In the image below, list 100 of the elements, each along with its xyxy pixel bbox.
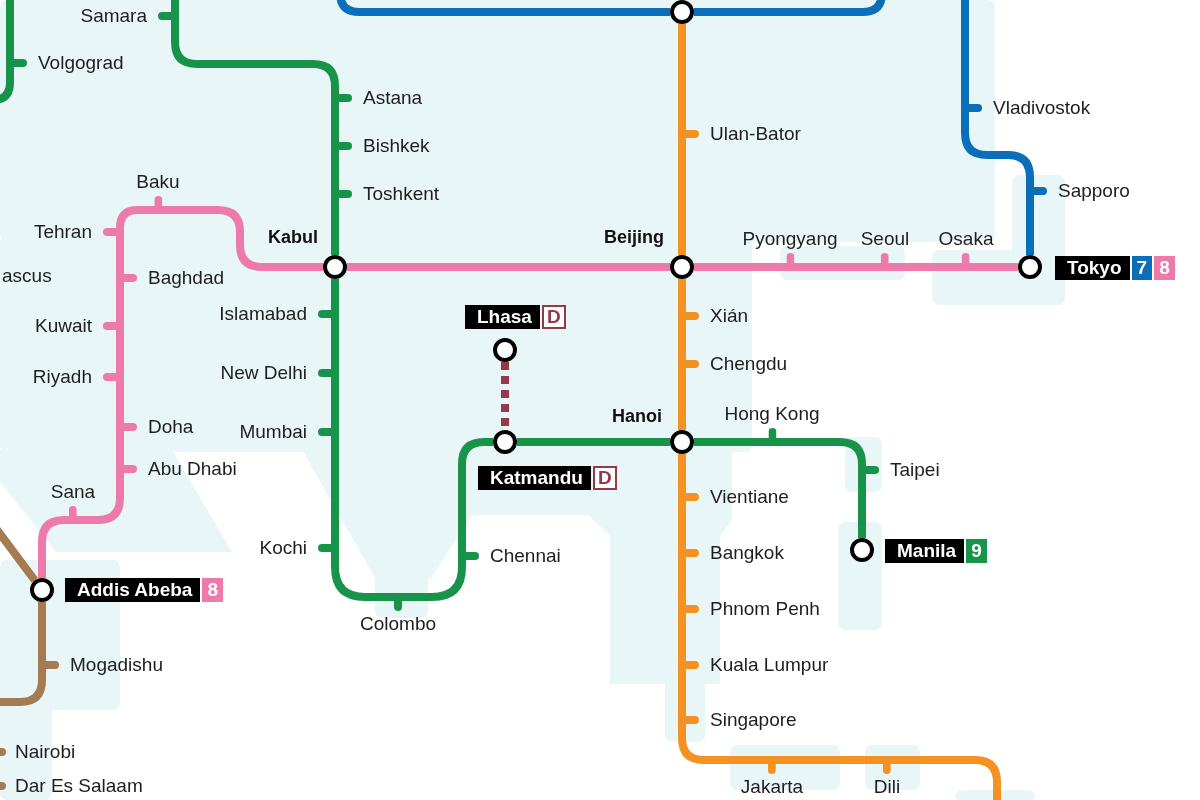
station-name: Kabul xyxy=(268,226,318,248)
station-name: Kochi xyxy=(259,537,307,559)
metro-line xyxy=(694,0,886,16)
station-circle xyxy=(670,255,694,279)
metro-line xyxy=(158,206,323,271)
metro-line xyxy=(885,263,966,271)
station-name: Sapporo xyxy=(1058,180,1130,202)
station-name: Kuala Lumpur xyxy=(710,654,829,676)
metro-line xyxy=(331,314,339,373)
metro-line xyxy=(772,438,866,470)
metro-line xyxy=(678,553,686,609)
metro-line xyxy=(678,279,686,316)
metro-line xyxy=(331,146,339,194)
station-name: Ulan-Bator xyxy=(710,123,801,145)
metro-line xyxy=(678,364,686,430)
metro-line xyxy=(116,377,124,427)
station-circle xyxy=(1018,255,1042,279)
metro-line xyxy=(678,665,686,720)
metro-line xyxy=(73,469,124,524)
metro-line xyxy=(38,602,46,665)
station-name: Nairobi xyxy=(15,741,76,763)
station-name: Islamabad xyxy=(219,303,307,325)
station-name: Jakarta xyxy=(740,776,804,798)
metro-line xyxy=(887,756,1001,800)
metro-line xyxy=(398,556,466,601)
station-circle xyxy=(670,430,694,454)
station-name: Dar Es Salaam xyxy=(15,775,143,797)
station-name: Manila xyxy=(885,539,965,563)
metro-line xyxy=(961,108,1034,191)
metro-line xyxy=(678,134,686,255)
station-circle xyxy=(30,578,54,602)
station-name: ascus xyxy=(2,265,52,287)
station-name: Dili xyxy=(873,776,901,798)
station-name: Xián xyxy=(710,305,749,327)
metro-line xyxy=(331,548,398,601)
station-name: Abu Dhabi xyxy=(148,458,237,480)
station-name: Singapore xyxy=(710,709,797,731)
station-name: New Delhi xyxy=(220,362,307,384)
station-name: Samara xyxy=(80,5,147,27)
station-name: Tehran xyxy=(33,221,92,243)
line-badge: 8 xyxy=(1154,256,1175,280)
station-name: Hong Kong xyxy=(724,403,820,425)
metro-line xyxy=(331,373,339,432)
metro-line xyxy=(331,432,339,548)
metro-line xyxy=(0,63,14,104)
station-name: Pyongyang xyxy=(742,228,838,250)
line-badge: 9 xyxy=(966,539,987,563)
station-name: Phnom Penh xyxy=(710,598,820,620)
station-name: Seoul xyxy=(860,228,910,250)
metro-line xyxy=(517,438,670,446)
station-name: Doha xyxy=(148,416,194,438)
metro-line xyxy=(966,263,1018,271)
metro-line xyxy=(116,232,124,278)
metro-line xyxy=(347,263,670,271)
station-name: Sana xyxy=(50,481,96,503)
station-name: Mumbai xyxy=(239,421,307,443)
station-circle xyxy=(850,538,874,562)
station-name: Baku xyxy=(136,171,180,193)
station-circle xyxy=(493,338,517,362)
station-name: Baghdad xyxy=(148,267,225,289)
metro-line xyxy=(961,0,969,108)
metro-line xyxy=(678,720,772,764)
station-name: Astana xyxy=(363,87,423,109)
metro-line xyxy=(772,756,887,764)
station-name: Addis Abeba xyxy=(65,578,201,602)
metro-line xyxy=(458,438,493,556)
station-name: Kuwait xyxy=(34,315,92,337)
station-name: Chennai xyxy=(490,545,561,567)
station-circle xyxy=(670,0,694,24)
line-badge: 8 xyxy=(202,578,223,602)
metro-line xyxy=(171,16,339,98)
station-name: Lhasa xyxy=(465,305,540,329)
line-badge: D xyxy=(541,305,566,329)
station-name: Toshkent xyxy=(363,183,440,205)
station-name: Tokyo xyxy=(1055,256,1130,280)
line-badge: 7 xyxy=(1131,256,1153,280)
metro-line xyxy=(331,194,339,255)
station-name: Bangkok xyxy=(710,542,784,564)
station-name: Bishkek xyxy=(363,135,430,157)
metro-line xyxy=(678,24,686,134)
metro-line xyxy=(336,0,670,16)
station-name: Osaka xyxy=(938,228,994,250)
station-name: Riyadh xyxy=(32,366,92,388)
metro-line xyxy=(0,665,46,706)
station-name: Volgograd xyxy=(38,52,124,74)
metro-line xyxy=(694,438,772,446)
metro-line xyxy=(678,497,686,553)
metro-line xyxy=(694,263,790,271)
line-badge: D xyxy=(592,466,617,490)
station-name: Taipei xyxy=(890,459,940,481)
metro-line xyxy=(38,516,73,578)
metro-line xyxy=(116,427,124,469)
metro-line xyxy=(116,206,158,232)
station-name: Chengdu xyxy=(710,353,788,375)
metro-line xyxy=(678,454,686,497)
station-circle xyxy=(323,255,347,279)
metro-line xyxy=(6,0,14,63)
station-name: Colombo xyxy=(360,613,436,635)
station-name: Vladivostok xyxy=(993,97,1091,119)
station-name: Vientiane xyxy=(710,486,789,508)
